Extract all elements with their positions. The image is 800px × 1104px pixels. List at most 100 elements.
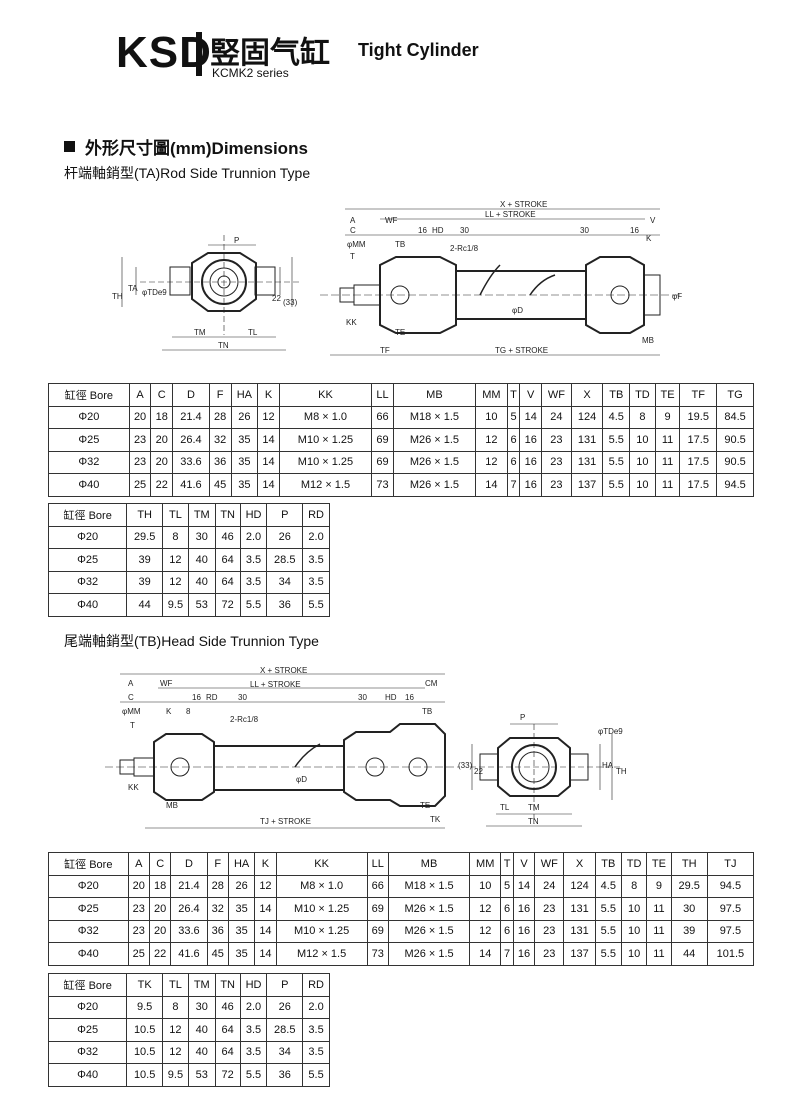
table-cell: M26 × 1.5	[387, 942, 471, 966]
table-cell: 14	[512, 874, 536, 898]
tb-drawing: X + STROKE LL + STROKE TJ + STROKE 2-Rc1…	[105, 666, 627, 829]
table-cell: M8 × 1.0	[278, 405, 373, 429]
column-header: 缸徑 Bore	[48, 383, 130, 407]
table-cell: 12	[475, 428, 508, 452]
table-cell: 4.5	[594, 874, 622, 898]
table-cell: 30	[187, 525, 216, 549]
table-cell: 46	[214, 525, 241, 549]
column-header: MM	[469, 852, 502, 876]
table-cell: 16	[519, 428, 543, 452]
column-header: 缸徑 Bore	[47, 503, 128, 527]
column-header: T	[506, 383, 521, 407]
ta-td-label: φTDe9	[142, 288, 167, 297]
table-cell: 8	[620, 874, 648, 898]
table-cell: 39	[126, 570, 163, 594]
tb-8-label: 8	[186, 707, 191, 716]
bore-cell: Φ32	[47, 570, 128, 594]
column-header: 缸徑 Bore	[47, 973, 128, 997]
tb-tk-label: TK	[430, 815, 441, 824]
column-header: LL	[366, 852, 390, 876]
table-cell: 14	[254, 897, 277, 921]
column-header: D	[172, 383, 210, 407]
table-cell: 5.5	[602, 428, 631, 452]
ta-tf-label: TF	[380, 346, 390, 355]
bore-cell: Φ25	[47, 1018, 128, 1042]
table-cell: 33.6	[172, 450, 210, 474]
table-cell: 101.5	[706, 942, 755, 966]
table-cell: 41.6	[170, 942, 208, 966]
column-header: V	[519, 383, 543, 407]
bore-cell: Φ25	[48, 897, 129, 921]
table-cell: 25	[127, 942, 150, 966]
column-header: TL	[161, 503, 189, 527]
tb-k-label: K	[166, 707, 172, 716]
bore-cell: Φ20	[48, 405, 130, 429]
table-cell: 69	[371, 428, 394, 452]
table-cell: 10.5	[126, 1040, 163, 1064]
table-cell: 20	[148, 919, 172, 943]
table-cell: 5	[506, 405, 521, 429]
column-header: TJ	[706, 852, 755, 876]
table-cell: 2.0	[302, 525, 330, 549]
table-cell: 14	[519, 405, 543, 429]
table-cell: 12	[469, 897, 502, 921]
table-cell: 14	[257, 473, 280, 497]
bore-cell: Φ32	[48, 450, 130, 474]
table-cell: 64	[214, 570, 241, 594]
table-cell: 26	[227, 874, 256, 898]
table-cell: 14	[254, 942, 277, 966]
table-cell: M10 × 1.25	[275, 919, 368, 943]
table-cell: 36	[208, 450, 232, 474]
table-cell: 5.5	[594, 919, 622, 943]
table-cell: 137	[563, 942, 596, 966]
table-cell: 5.5	[239, 1063, 268, 1087]
table-cell: 16	[519, 473, 543, 497]
tb-td-label: φTDe9	[598, 727, 623, 736]
ta-tn-label: TN	[218, 341, 229, 350]
table-cell: 10	[620, 919, 648, 943]
series-label: KCMK2 series	[212, 66, 289, 80]
column-header: TN	[214, 973, 241, 997]
table-cell: 11	[654, 450, 681, 474]
table-cell: M10 × 1.25	[275, 897, 368, 921]
table-cell: 20	[128, 405, 152, 429]
table-cell: 11	[654, 428, 681, 452]
column-header: TB	[602, 383, 631, 407]
table-cell: 64	[214, 1040, 241, 1064]
ta-22-label: 22	[272, 294, 281, 303]
tb-hd-label: HD	[385, 693, 397, 702]
tb-side-view	[105, 673, 460, 829]
table-cell: 16	[512, 897, 536, 921]
column-header: F	[206, 852, 229, 876]
product-title-cn: 竪固气缸	[210, 36, 330, 71]
tb-tm-label: TM	[528, 803, 540, 812]
table-cell: 73	[371, 473, 394, 497]
ta-end-view	[121, 235, 300, 351]
table-cell: 12	[161, 1040, 189, 1064]
bore-cell: Φ20	[47, 525, 128, 549]
column-header: A	[128, 383, 152, 407]
table-cell: 35	[227, 897, 256, 921]
table-cell: 17.5	[679, 473, 718, 497]
tb-16b-label: 16	[405, 693, 414, 702]
column-header: TD	[620, 852, 648, 876]
table-cell: 5.5	[602, 473, 631, 497]
column-header: WF	[541, 383, 572, 407]
table-cell: 40	[187, 1040, 216, 1064]
table-cell: 3.5	[239, 1018, 268, 1042]
ta-c-label: C	[350, 226, 356, 235]
table-cell: 11	[654, 473, 681, 497]
ta-16a-label: 16	[418, 226, 427, 235]
table-cell: 33.6	[170, 919, 208, 943]
tb-ha-label: HA	[602, 761, 614, 770]
column-header: V	[512, 852, 536, 876]
tb-kk-label: KK	[128, 783, 139, 792]
tb-22-label: 22	[474, 767, 483, 776]
ta-30b-label: 30	[580, 226, 589, 235]
